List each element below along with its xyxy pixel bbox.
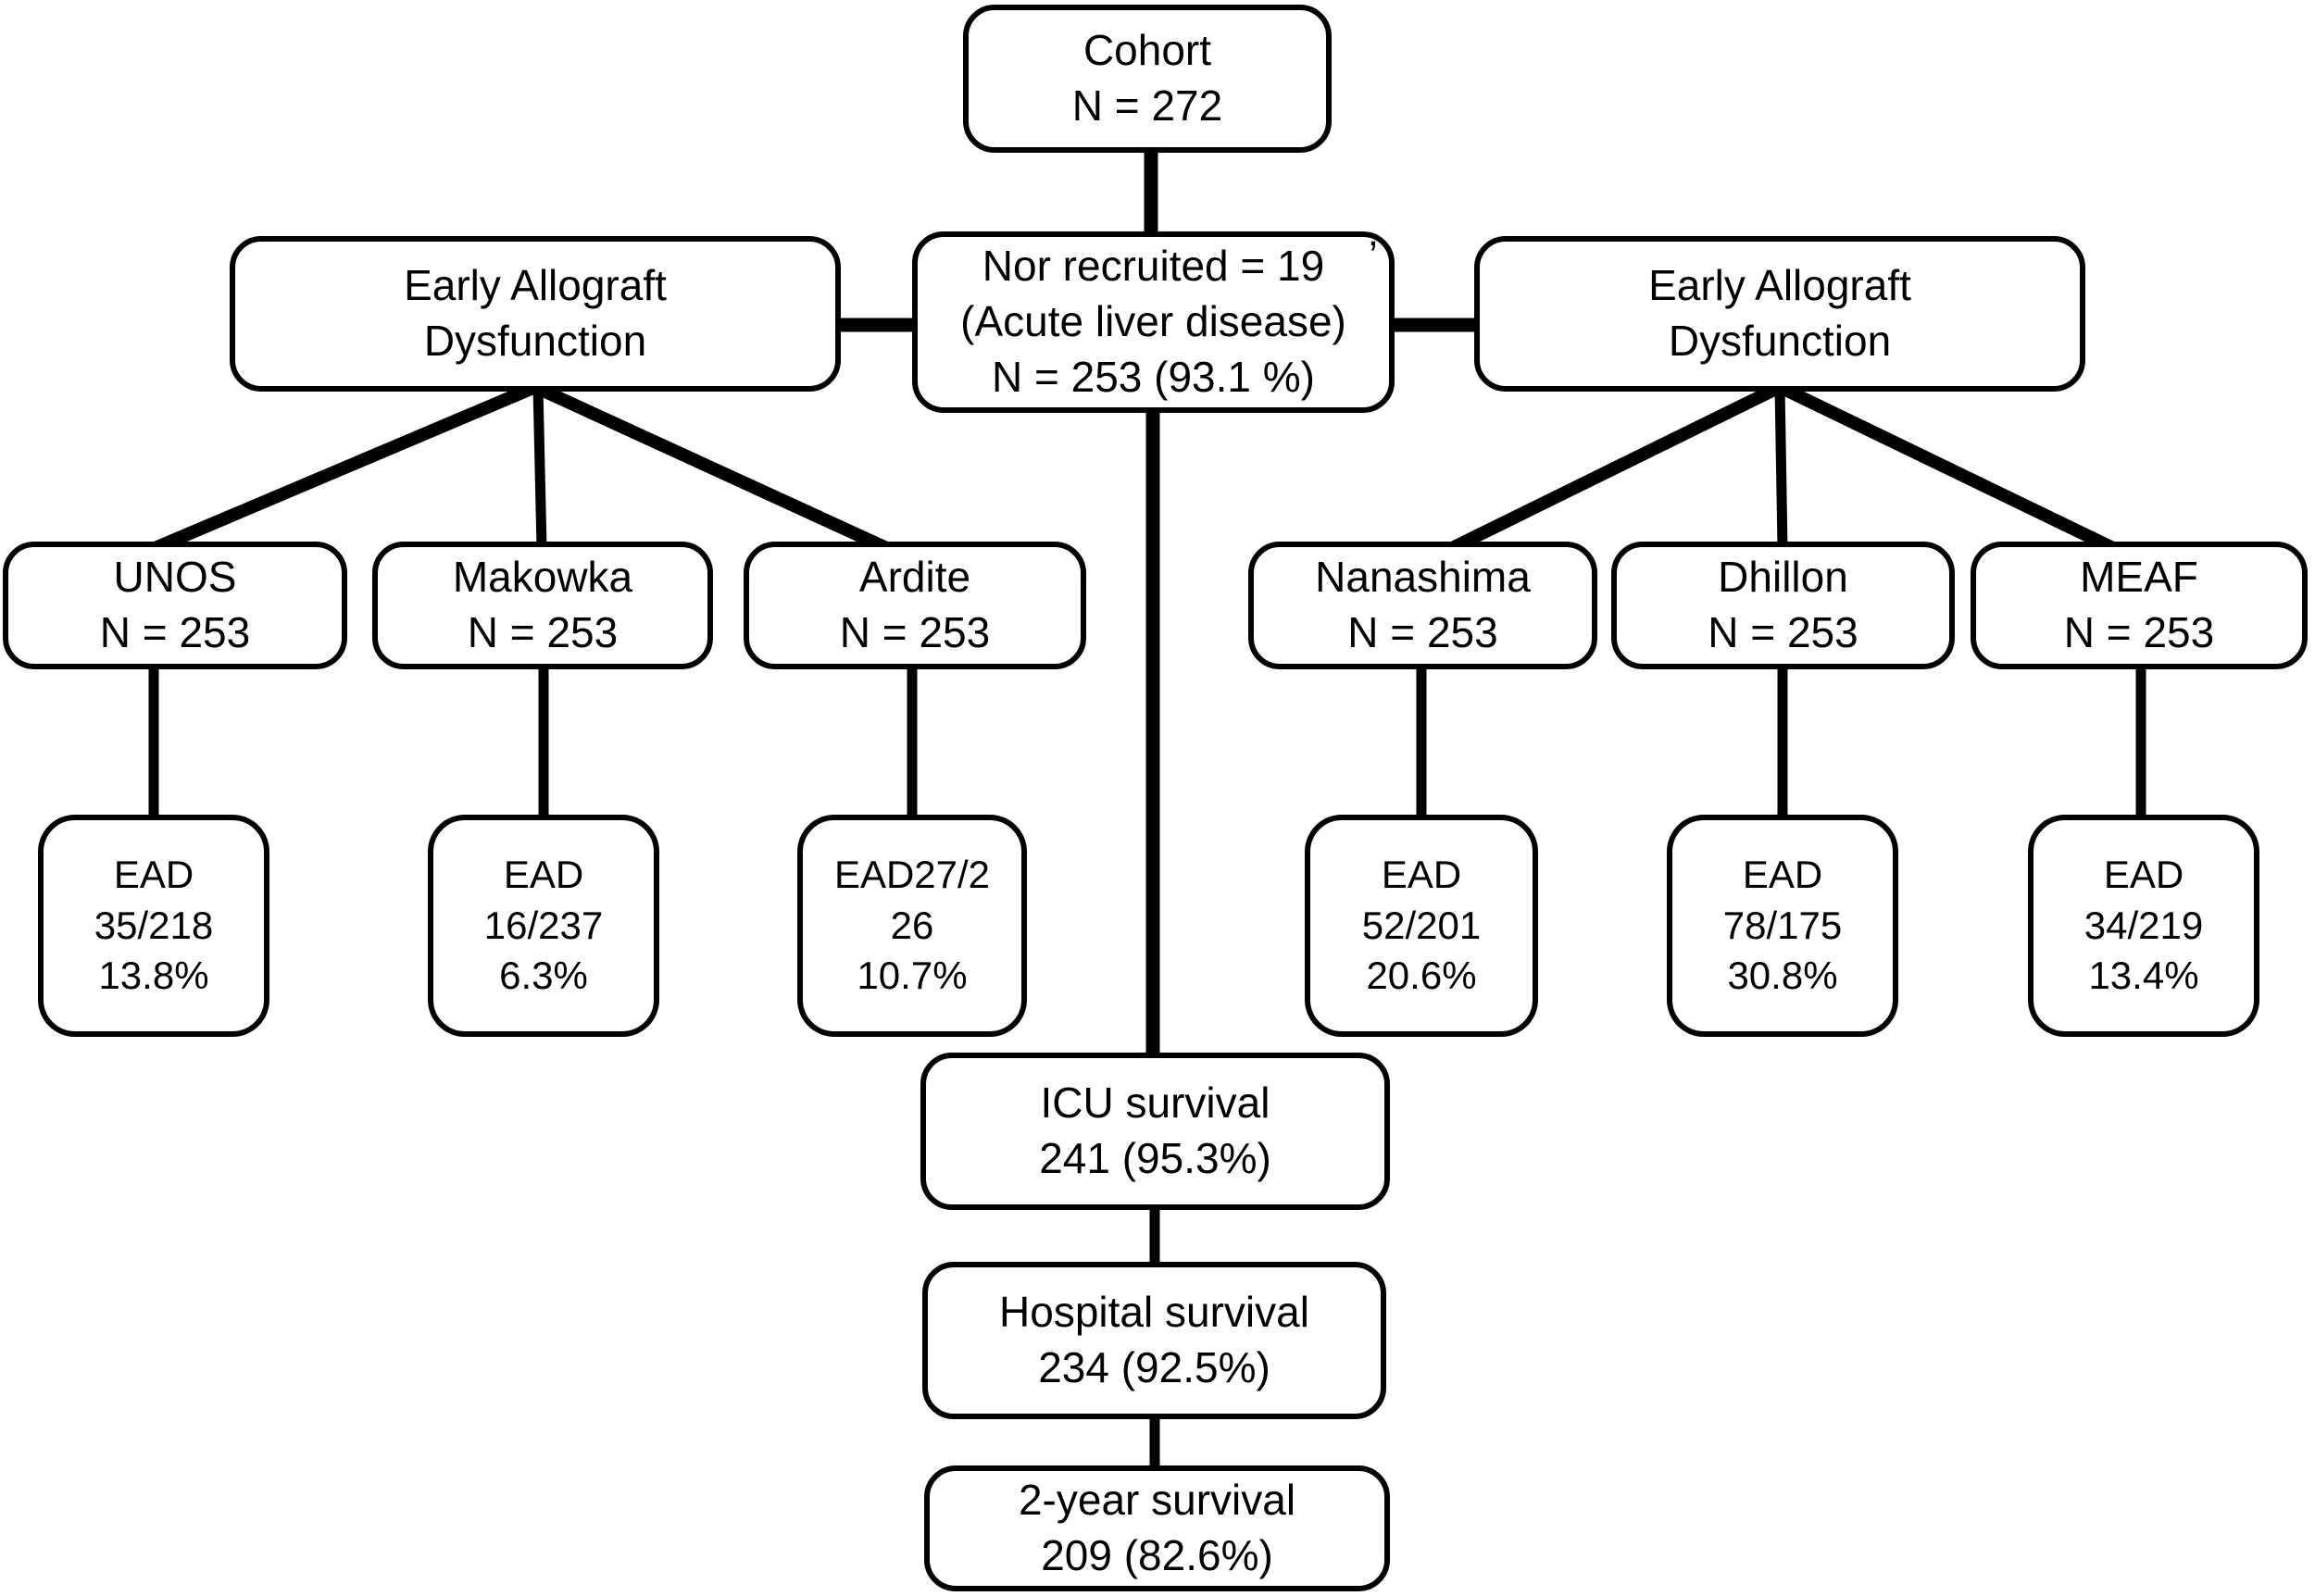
node-cohort-line-0: Cohort [1082, 26, 1212, 75]
node-nanashima: Nanashima N = 253 [1248, 542, 1597, 669]
node-icu-line-1: 241 (95.3%) [1039, 1134, 1271, 1182]
node-ardite-line-1: N = 253 [839, 608, 991, 656]
node-ead-meaf-line-0: EAD [2103, 853, 2184, 897]
node-ead-result-meaf: EAD 34/219 13.4% [2028, 815, 2259, 1037]
node-ead-unos-line-2: 13.8% [98, 954, 209, 998]
edge-right-ead-to-nanashima [1441, 380, 1783, 558]
node-not-recruited-line-0: Nor recruited = 19 [982, 242, 1325, 291]
node-ead-ardite-line-1: 26 [890, 903, 934, 947]
node-makowka: Makowka N = 253 [372, 542, 713, 669]
node-not-recruited-line-2: N = 253 (93.1 %) [991, 352, 1316, 401]
node-nanashima-line-1: N = 253 [1347, 608, 1498, 656]
node-ead-result-unos: EAD 35/218 13.8% [38, 815, 269, 1037]
node-ead-makowka-line-2: 6.3% [499, 954, 588, 998]
node-early-allograft-dysfunction-right: Early Allograft Dysfunction [1474, 236, 2085, 392]
node-ead-meaf-line-1: 34/219 [2084, 903, 2204, 947]
node-ead-ardite-line-2: 10.7% [857, 954, 968, 998]
node-left-ead-line-0: Early Allograft [404, 261, 667, 310]
node-ead-dhillon-line-1: 78/175 [1722, 903, 1843, 947]
node-right-ead-line-0: Early Allograft [1648, 261, 1911, 310]
node-ead-dhillon-line-2: 30.8% [1727, 954, 1838, 998]
node-hospital-line-1: 234 (92.5%) [1038, 1343, 1270, 1391]
node-makowka-line-0: Makowka [452, 553, 633, 602]
stray-quote-mark: ’ [1369, 233, 1378, 279]
node-ead-result-makowka: EAD 16/237 6.3% [428, 815, 659, 1037]
node-meaf-line-0: MEAF [2080, 553, 2198, 602]
node-ead-nanashima-line-1: 52/201 [1361, 903, 1482, 947]
node-meaf: MEAF N = 253 [1971, 542, 2308, 669]
edge-right-ead-to-meaf [1776, 380, 2124, 558]
node-icu-line-0: ICU survival [1040, 1079, 1270, 1128]
node-2year-line-1: 209 (82.6%) [1041, 1531, 1273, 1579]
node-ead-result-nanashima: EAD 52/201 20.6% [1305, 815, 1538, 1037]
node-ead-result-dhillon: EAD 78/175 30.8% [1667, 815, 1898, 1037]
node-not-recruited-line-1: (Acute liver disease) [960, 297, 1346, 346]
node-ead-result-ardite: EAD27/2 26 10.7% [797, 815, 1027, 1037]
node-ead-meaf-line-2: 13.4% [2088, 954, 2199, 998]
node-cohort: Cohort N = 272 [963, 5, 1332, 153]
node-ead-unos-line-1: 35/218 [94, 903, 214, 947]
node-left-ead-line-1: Dysfunction [423, 317, 647, 365]
node-right-ead-line-1: Dysfunction [1668, 317, 1892, 365]
node-unos-line-1: N = 253 [99, 608, 251, 656]
edge-left-ead-to-makowka [532, 386, 547, 549]
node-meaf-line-1: N = 253 [2063, 608, 2215, 656]
node-ead-ardite-line-0: EAD27/2 [833, 853, 991, 897]
node-2year-line-0: 2-year survival [1018, 1476, 1296, 1525]
node-unos: UNOS N = 253 [3, 542, 347, 669]
node-unos-line-0: UNOS [113, 553, 237, 602]
node-ead-makowka-line-1: 16/237 [483, 903, 604, 947]
node-hospital-survival: Hospital survival 234 (92.5%) [922, 1262, 1386, 1419]
edge-right-ead-to-dhillon [1774, 386, 1788, 549]
node-dhillon: Dhillon N = 253 [1611, 542, 1955, 669]
node-ead-unos-line-0: EAD [113, 853, 194, 897]
node-ead-nanashima-line-0: EAD [1381, 853, 1462, 897]
node-ead-nanashima-line-2: 20.6% [1366, 954, 1477, 998]
node-makowka-line-1: N = 253 [467, 608, 619, 656]
edge-left-ead-to-unos [144, 380, 538, 558]
node-2-year-survival: 2-year survival 209 (82.6%) [924, 1465, 1390, 1591]
node-ead-dhillon-line-0: EAD [1742, 853, 1823, 897]
node-early-allograft-dysfunction-left: Early Allograft Dysfunction [230, 236, 841, 392]
node-hospital-line-0: Hospital survival [999, 1288, 1309, 1337]
node-dhillon-line-0: Dhillon [1718, 553, 1848, 602]
node-dhillon-line-1: N = 253 [1708, 608, 1858, 656]
node-ardite: Ardite N = 253 [744, 542, 1086, 669]
node-nanashima-line-0: Nanashima [1315, 553, 1531, 602]
node-not-recruited: Nor recruited = 19 (Acute liver disease)… [912, 231, 1395, 413]
node-icu-survival: ICU survival 241 (95.3%) [920, 1053, 1390, 1210]
node-cohort-line-1: N = 272 [1071, 81, 1223, 130]
node-ead-makowka-line-0: EAD [503, 853, 584, 897]
node-ardite-line-0: Ardite [858, 553, 971, 602]
edge-left-ead-to-ardite [532, 380, 897, 558]
